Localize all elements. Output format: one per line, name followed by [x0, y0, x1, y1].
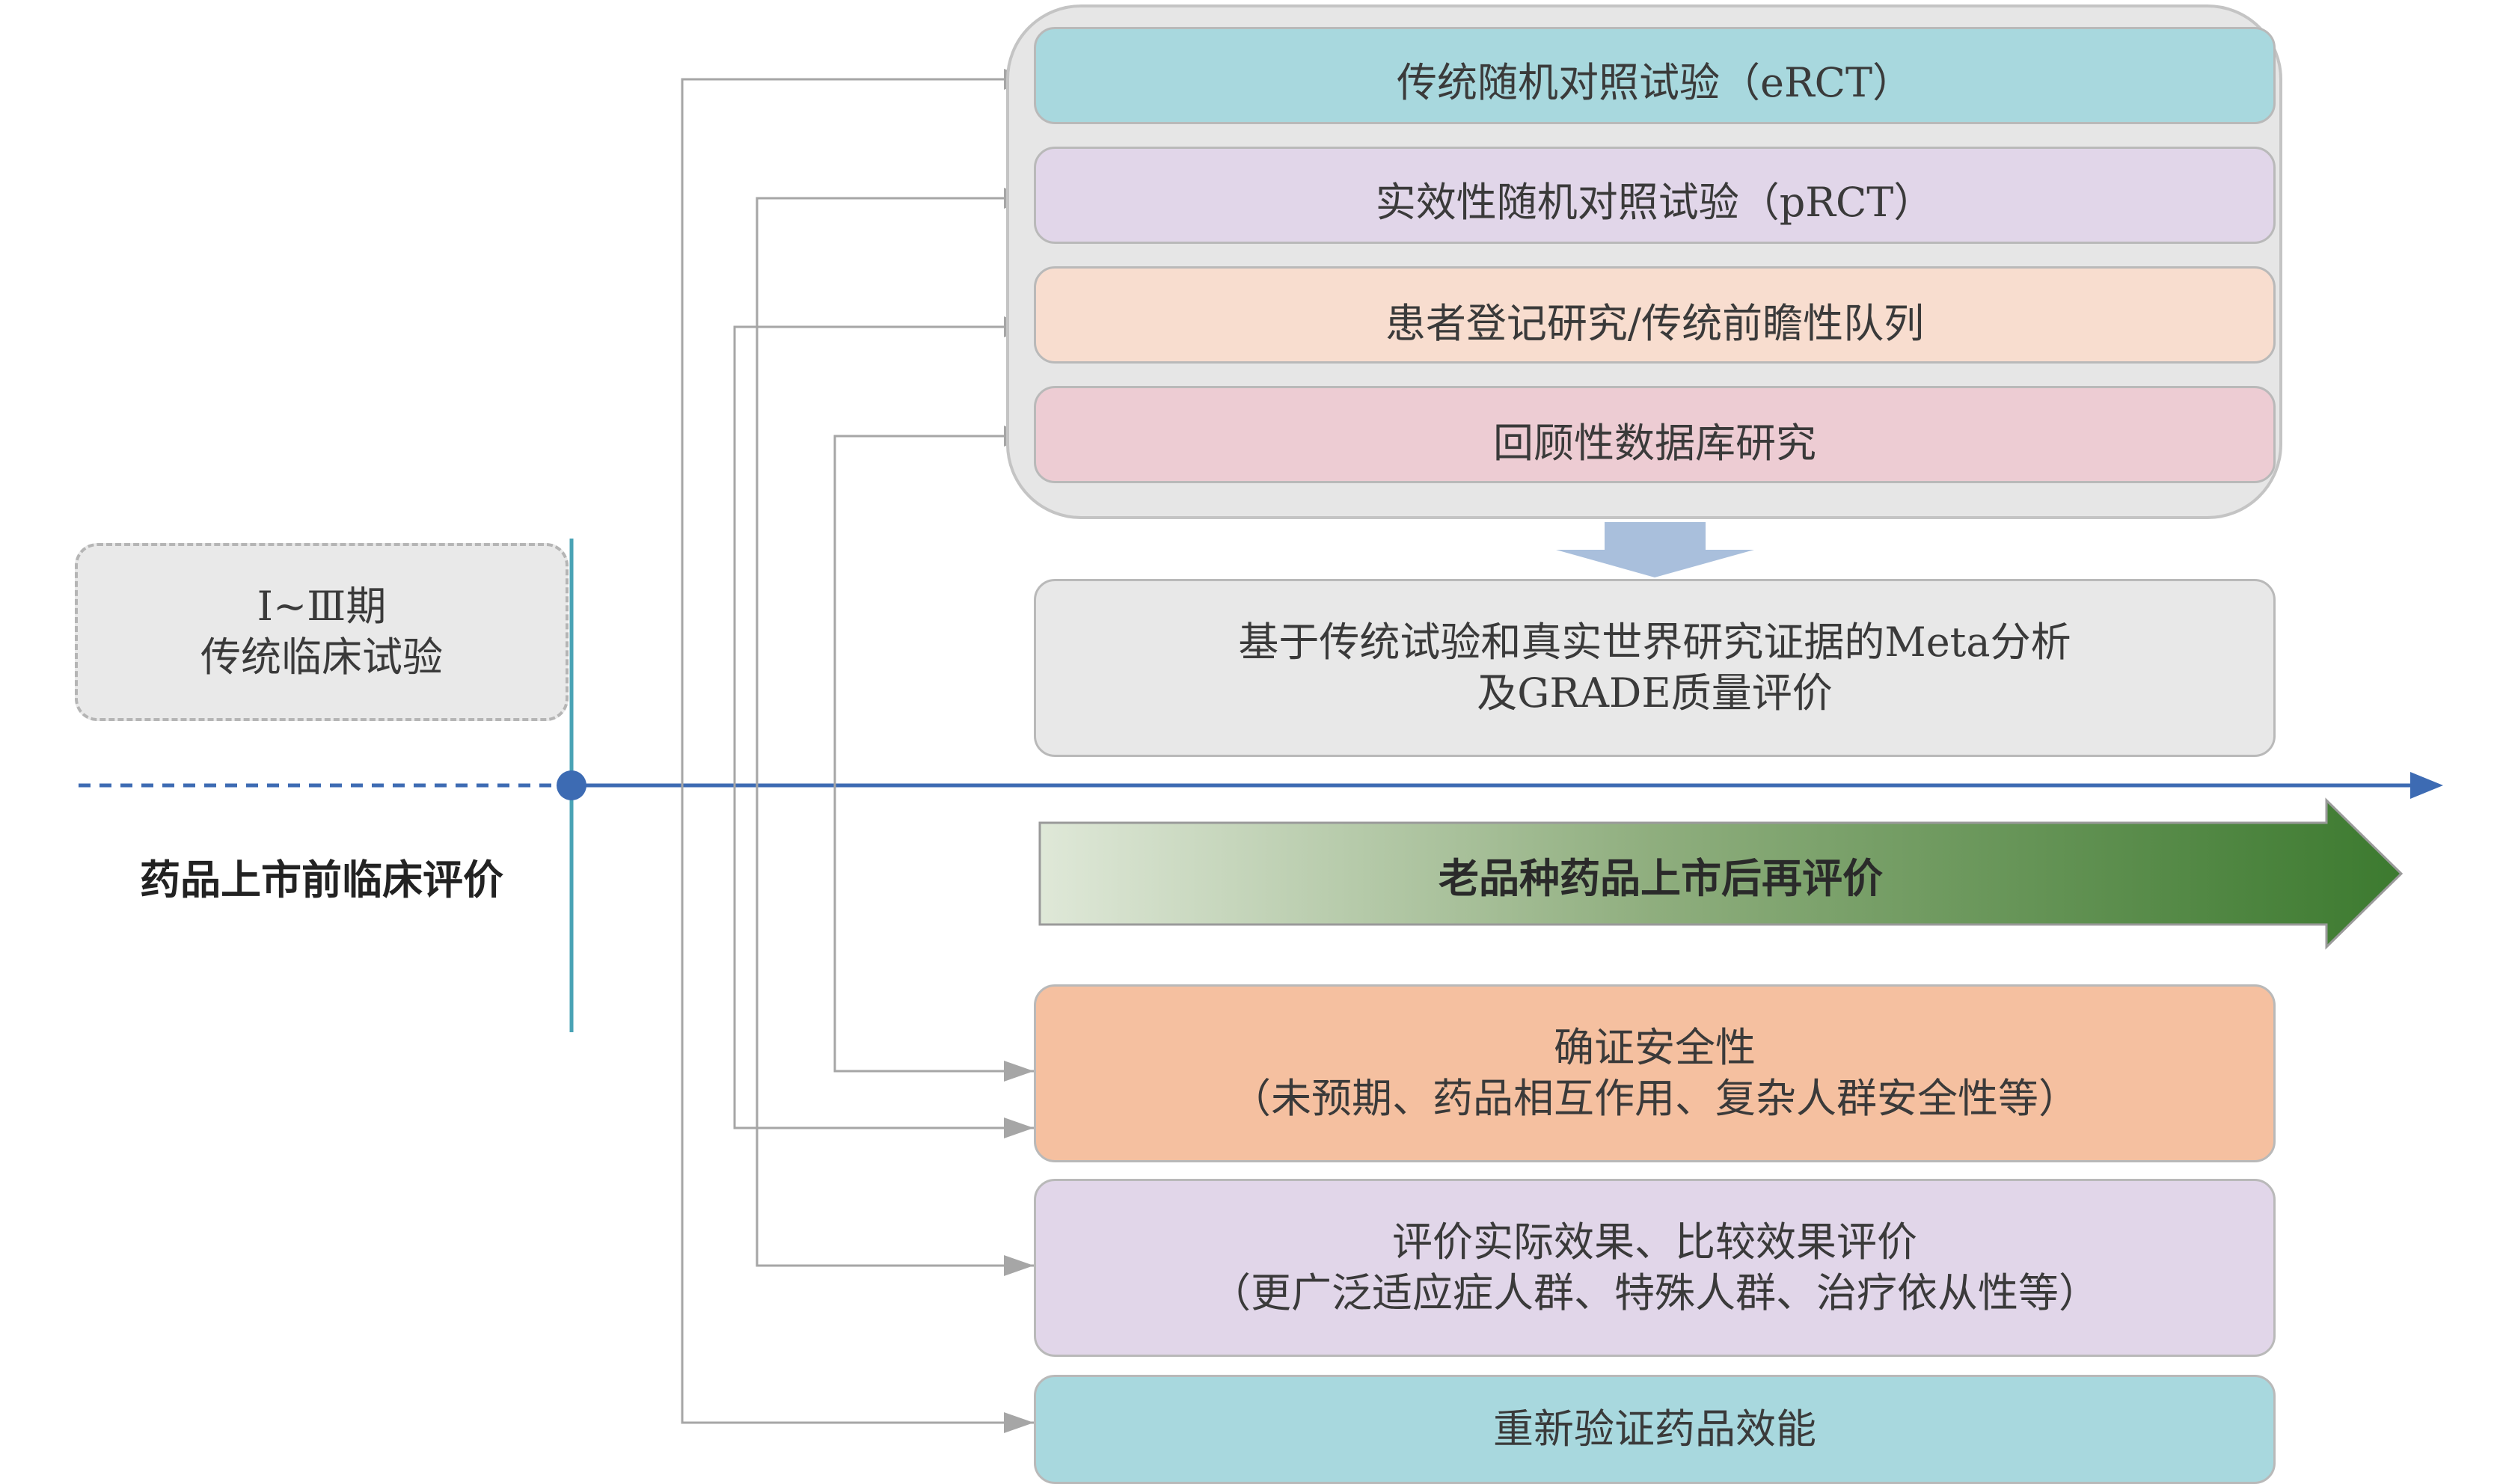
arrowhead-icon	[1004, 1255, 1034, 1276]
connector-registry	[733, 322, 1035, 1129]
reevaluation-banner-arrow	[1038, 797, 2404, 950]
outcome-title: 确证安全性	[1554, 1024, 1756, 1071]
pre-market-label: 药品上市前临床评价	[140, 856, 503, 904]
study-type-registry: 患者登记研究/传统前瞻性队列	[1034, 266, 2276, 364]
study-type-label: 回顾性数据库研究	[1493, 420, 1816, 467]
arrowhead-icon	[1004, 1117, 1034, 1138]
study-type-label: 实效性随机对照试验（pRCT）	[1375, 179, 1934, 226]
meta-analysis-box: 基于传统试验和真实世界研究证据的Meta分析 及GRADE质量评价	[1034, 579, 2276, 757]
outcome-title: 重新验证药品效能	[1493, 1405, 1816, 1453]
study-type-erct: 传统随机对照试验（eRCT）	[1034, 27, 2276, 124]
connector-database	[833, 432, 1035, 1073]
outcome-detail: （未预期、药品相互作用、复杂人群安全性等）	[1231, 1075, 2079, 1122]
meta-analysis-line1: 基于传统试验和真实世界研究证据的Meta分析	[1238, 619, 2071, 666]
study-type-label: 传统随机对照试验（eRCT）	[1397, 59, 1913, 106]
arrowhead-icon	[1004, 1061, 1034, 1082]
meta-analysis-line2: 及GRADE质量评价	[1477, 669, 1833, 717]
down-arrow-icon	[1556, 522, 1754, 577]
outcome-effectiveness: 评价实际效果、比较效果评价 （更广泛适应症人群、特殊人群、治疗依从性等）	[1034, 1179, 2276, 1357]
timeline-arrowhead-icon	[2410, 772, 2443, 799]
study-type-prct: 实效性随机对照试验（pRCT）	[1034, 147, 2276, 244]
reevaluation-banner-label: 老品种药品上市后再评价	[1439, 855, 1883, 902]
arrowhead-icon	[1004, 1412, 1034, 1433]
outcome-detail: （更广泛适应症人群、特殊人群、治疗依从性等）	[1210, 1269, 2099, 1316]
phase-trials-box: Ⅰ~Ⅲ期 传统临床试验	[75, 543, 569, 721]
connector-erct	[681, 75, 1035, 1424]
phase-label: Ⅰ~Ⅲ期	[257, 583, 387, 630]
outcome-safety: 确证安全性 （未预期、药品相互作用、复杂人群安全性等）	[1034, 984, 2276, 1162]
study-type-database: 回顾性数据库研究	[1034, 386, 2276, 483]
connector-prct	[756, 194, 1035, 1267]
outcome-efficacy: 重新验证药品效能	[1034, 1375, 2276, 1484]
timeline-dot-icon	[557, 770, 586, 800]
study-type-label: 患者登记研究/传统前瞻性队列	[1385, 300, 1925, 347]
phase-sublabel: 传统临床试验	[200, 634, 443, 681]
outcome-title: 评价实际效果、比较效果评价	[1392, 1218, 1917, 1266]
